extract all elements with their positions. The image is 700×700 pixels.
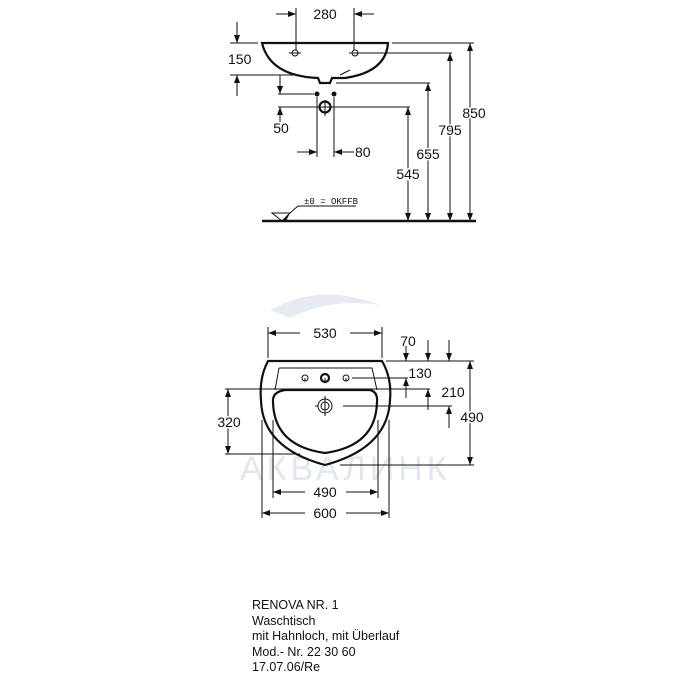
trap-icon bbox=[318, 100, 332, 116]
watermark-text: АКВАЛИНК bbox=[240, 450, 451, 488]
waste-point bbox=[314, 91, 320, 97]
title-block: RENOVA NR. 1 Waschtisch mit Hahnloch, mi… bbox=[252, 598, 399, 676]
dim-inner-width: 530 bbox=[313, 325, 337, 341]
tap-hole-icon bbox=[289, 49, 301, 57]
dim-total-depth: 490 bbox=[460, 409, 484, 425]
product-name: RENOVA NR. 1 bbox=[252, 598, 339, 612]
drain-icon bbox=[315, 396, 333, 416]
dim-outlet-height: 655 bbox=[416, 146, 440, 162]
basin-profile bbox=[260, 41, 390, 85]
tap-hole-icon bbox=[319, 372, 331, 384]
tap-hole-icon bbox=[342, 374, 350, 382]
model-number: Mod.- Nr. 22 30 60 bbox=[252, 644, 356, 659]
product-features: mit Hahnloch, mit Überlauf bbox=[252, 629, 400, 643]
dim-tap-spacing: 280 bbox=[313, 6, 337, 22]
dim-tap-depth: 70 bbox=[400, 333, 416, 349]
dim-waste-offset: 50 bbox=[273, 120, 289, 136]
tap-hole-icon bbox=[301, 374, 309, 382]
basin-outline bbox=[259, 359, 392, 467]
waste-point bbox=[331, 91, 337, 97]
tap-hole-icon bbox=[349, 49, 361, 57]
dim-deck-depth: 130 bbox=[408, 365, 432, 381]
dim-basin-height: 150 bbox=[228, 51, 252, 67]
dim-tap-height: 795 bbox=[438, 122, 462, 138]
dim-bowl-width: 490 bbox=[313, 484, 337, 500]
dim-drain-depth: 210 bbox=[441, 384, 465, 400]
watermark: АКВАЛИНК bbox=[240, 294, 451, 488]
dim-rim-height: 850 bbox=[462, 105, 486, 121]
product-type: Waschtisch bbox=[252, 613, 316, 628]
side-view: 280 150 50 80 545 655 795 850 ±0 = OKFFB bbox=[228, 6, 487, 223]
drawing-date: 17.07.06/Re bbox=[252, 660, 321, 674]
dim-trap-height: 545 bbox=[396, 166, 420, 182]
dim-waste-spacing: 80 bbox=[355, 144, 371, 160]
dim-total-width: 600 bbox=[313, 505, 337, 521]
bowl-outline bbox=[271, 388, 379, 455]
front-view: 530 70 130 210 490 320 490 600 bbox=[216, 325, 486, 521]
floor-reference-label: ±0 = OKFFB bbox=[304, 197, 359, 207]
dim-bowl-depth: 320 bbox=[217, 414, 241, 430]
